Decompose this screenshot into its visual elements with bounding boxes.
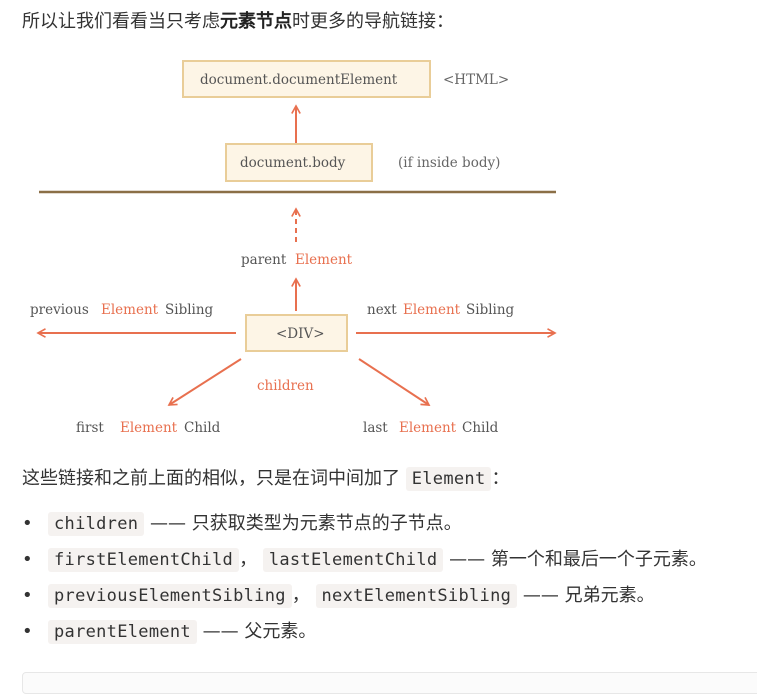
body-note-label: (if inside body)	[398, 155, 500, 171]
div-label: <DIV>	[276, 326, 325, 342]
list-item: • firstElementChild， lastElementChild ——…	[22, 544, 707, 580]
list-item: • previousElementSibling， nextElementSib…	[22, 580, 707, 616]
first-child-word: Child	[184, 420, 221, 436]
bullet: •	[22, 621, 33, 642]
intro-prefix: 所以让我们看看当只考虑	[22, 11, 220, 32]
document-element-label: document.documentElement	[200, 72, 398, 88]
next-element-word: Element	[403, 302, 461, 318]
previous-element-word: Element	[101, 302, 159, 318]
code-next-element-sibling: nextElementSibling	[315, 584, 518, 608]
code-parent-element: parentElement	[48, 620, 197, 644]
after-prefix: 这些链接和之前上面的相似，只是在词中间加了	[22, 468, 400, 489]
next-sibling-word: Sibling	[466, 302, 515, 318]
element-navigation-diagram: document.documentElement <HTML> document…	[30, 60, 600, 436]
document-element-box	[182, 60, 431, 98]
next-word: next	[367, 302, 397, 318]
list-item: • parentElement —— 父元素。	[22, 616, 707, 652]
list-item-desc: —— 父元素。	[196, 621, 317, 642]
children-word: children	[257, 378, 314, 394]
list-item-desc: —— 兄弟元素。	[517, 585, 655, 606]
first-element-word: Element	[120, 420, 178, 436]
list-item: • children —— 只获取类型为元素节点的子节点。	[22, 508, 707, 544]
list-item-desc: —— 只获取类型为元素节点的子节点。	[144, 513, 462, 534]
arrow-last-child	[358, 358, 429, 405]
element-links-list: • children —— 只获取类型为元素节点的子节点。 • firstEle…	[22, 508, 707, 652]
div-box	[245, 314, 348, 352]
after-suffix: ：	[491, 468, 510, 489]
intro-suffix: 时更多的导航链接：	[292, 11, 454, 32]
document-body-box	[225, 143, 373, 182]
list-separator: ，	[239, 549, 258, 570]
list-item-desc: —— 第一个和最后一个子元素。	[443, 549, 707, 570]
code-last-element-child: lastElementChild	[262, 548, 444, 572]
html-tag-label: <HTML>	[443, 72, 509, 88]
last-word: last	[363, 420, 388, 436]
last-child-word: Child	[462, 420, 499, 436]
code-first-element-child: firstElementChild	[48, 548, 240, 572]
bullet: •	[22, 549, 33, 570]
code-previous-element-sibling: previousElementSibling	[48, 584, 292, 608]
parent-element-word: Element	[295, 252, 353, 268]
list-separator: ，	[291, 585, 310, 606]
code-children: children	[48, 512, 145, 536]
bullet: •	[22, 585, 33, 606]
first-word: first	[76, 420, 104, 436]
previous-word: previous	[30, 302, 89, 318]
bullet: •	[22, 513, 33, 534]
intro-paragraph: 所以让我们看看当只考虑元素节点时更多的导航链接：	[22, 6, 454, 38]
after-code-element: Element	[405, 467, 492, 491]
arrow-first-child	[169, 358, 242, 405]
after-paragraph: 这些链接和之前上面的相似，只是在词中间加了 Element：	[22, 463, 509, 495]
intro-bold: 元素节点	[220, 11, 292, 32]
next-code-block	[22, 672, 757, 694]
previous-sibling-word: Sibling	[165, 302, 214, 318]
document-body-label: document.body	[240, 155, 346, 171]
parent-word: parent	[241, 252, 287, 268]
last-element-word: Element	[399, 420, 457, 436]
